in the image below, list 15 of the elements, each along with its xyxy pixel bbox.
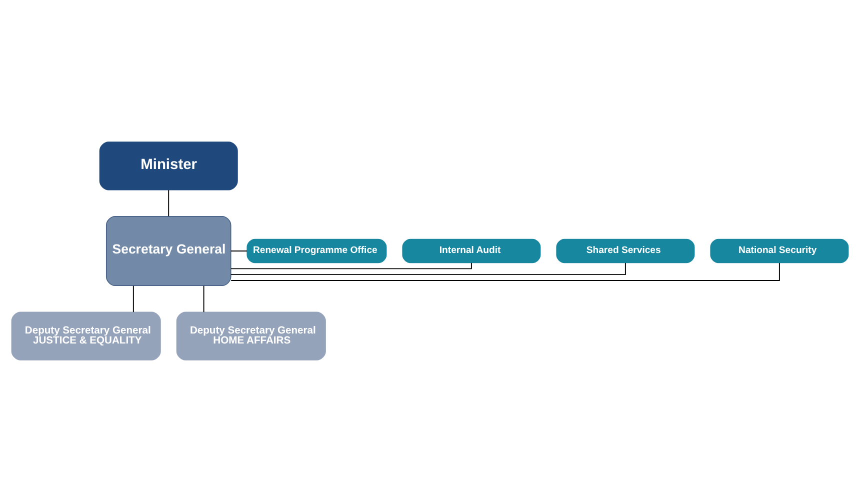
connector xyxy=(230,262,472,270)
connector xyxy=(168,190,170,217)
node-box: Minister xyxy=(99,142,238,190)
node-box: Deputy Secretary General HOME AFFAIRS xyxy=(176,312,326,360)
connector xyxy=(132,285,134,313)
node-box: Deputy Secretary General JUSTICE & EQUALITY xyxy=(11,312,161,360)
connector xyxy=(230,262,780,281)
node-box: Renewal Programme Office xyxy=(246,238,387,264)
node-box: Secretary General xyxy=(106,216,232,286)
connector xyxy=(230,250,248,252)
connector xyxy=(230,262,626,276)
node-box: National Security xyxy=(710,238,849,264)
connector xyxy=(203,285,204,313)
node-box: Shared Services xyxy=(556,238,695,264)
node-box: Internal Audit xyxy=(402,238,541,264)
